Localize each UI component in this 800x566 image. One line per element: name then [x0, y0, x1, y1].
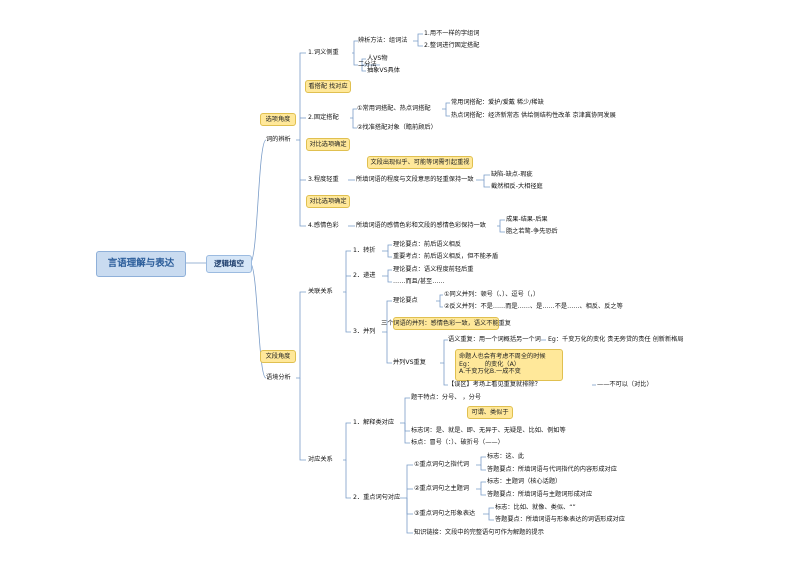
z2-a[interactable]: 理论要点：语义程度前轻后重 [393, 266, 474, 273]
t3-label[interactable]: 3.程度轻重 [308, 176, 339, 183]
g2-label[interactable]: 对应关系 [308, 456, 333, 463]
t4-label[interactable]: 4.感情色彩 [308, 222, 339, 229]
section1-note: 选项角度 [260, 113, 296, 126]
section2-title[interactable]: 语境分析 [266, 374, 291, 381]
t3-note-1: 对比选项确定 [306, 138, 350, 151]
y2-s3b[interactable]: 答题要点：所填词语与形象表达的词语形成对应 [495, 516, 625, 523]
z2-b[interactable]: ……而且/甚至…… [393, 278, 445, 285]
z3-repeat-2b[interactable]: ——不可以（对比） [597, 381, 653, 388]
t1-method-a[interactable]: 1.用不一样的字组词 [424, 30, 480, 37]
z3-repeat[interactable]: 并列VS重复 [393, 359, 426, 366]
t2-note: 看搭配 找对应 [305, 80, 351, 93]
z3-note: 三个词语的并列：感情色彩一致，语义不能重复 [381, 317, 511, 330]
y1-note: 可谓、类似于 [467, 406, 513, 419]
y2-s2b[interactable]: 答题要点：所填词语与主题词形成对应 [487, 491, 593, 498]
t3-item-a[interactable]: 缺陷-缺点-瑕疵 [491, 171, 533, 178]
y1-a[interactable]: 题干特点：分号、 ，分号 [411, 394, 482, 401]
t1-method-b[interactable]: 2.整词进行固定搭配 [424, 42, 480, 49]
t4-item[interactable]: 所填词语的感情色彩和文段的感情色彩保持一致 [356, 222, 486, 229]
t2-item-1[interactable]: ①常用词搭配、热点词搭配 [357, 105, 431, 112]
z3-repeat-2[interactable]: 【误区】考场上看见重复就排除？ [448, 381, 541, 388]
y2-s2a[interactable]: 标志：主题词（核心话题） [487, 478, 562, 485]
y2-label[interactable]: 2．重点词句对应 [353, 494, 401, 501]
z3-points-2[interactable]: ②反义并列：不是……而是……、是……不是……、相反、反之等 [444, 303, 623, 310]
t1-dichotomy-b[interactable]: 抽象VS具体 [367, 67, 400, 74]
t1-dichotomy-a[interactable]: 人VS物 [367, 55, 388, 62]
section1-title[interactable]: 词的辨析 [266, 136, 291, 143]
t2-item-2[interactable]: ②找准搭配对象（瞻前顾后） [357, 124, 437, 131]
z3-label[interactable]: 3．并列 [353, 328, 376, 335]
y2-s3[interactable]: ③重点词句之形象表达 [414, 510, 476, 517]
t4-note: 对比选项确定 [306, 195, 350, 208]
g1-label[interactable]: 关联关系 [308, 288, 333, 295]
z2-label[interactable]: 2．递进 [353, 272, 376, 279]
z1-a[interactable]: 理论要点：前后语义相反 [393, 241, 462, 248]
branch-topic[interactable]: 逻辑填空 [206, 255, 252, 273]
y2-s1b[interactable]: 答题要点：所填词语与代词指代的内容形成对应 [487, 466, 617, 473]
z1-label[interactable]: 1．转折 [353, 247, 376, 254]
t3-item[interactable]: 所填词语的程度与文段意思的轻重保持一致 [356, 176, 474, 183]
section2-note: 文段角度 [260, 350, 296, 363]
z3-points-1[interactable]: ①同义并列：顿号（、）、逗号（，） [444, 291, 540, 298]
y1-c[interactable]: 标点：冒号（：）、破折号（——） [411, 439, 504, 446]
y1-label[interactable]: 1．解释类对应 [353, 419, 395, 426]
t1-method[interactable]: 辨析方法：组词法 [358, 37, 408, 44]
y2-s3a[interactable]: 标志：比如、就像、类似、“” [495, 504, 576, 511]
t1-dichotomy[interactable]: 二分法 [358, 61, 377, 68]
t2-item-1b[interactable]: 热点词搭配：经济新常态 供给侧结构性改革 京津冀协同发展 [451, 112, 616, 119]
t2-item-1a[interactable]: 常用词搭配：爱护/爱戴 稀少/稀缺 [451, 99, 544, 106]
y2-s1a[interactable]: 标志：这、此 [487, 453, 525, 460]
t4-item-a[interactable]: 成果-结果-后果 [506, 216, 548, 223]
z3-repeat-1b[interactable]: Eg：千变万化的变化 贵无旁贷的责任 创新新格局 [548, 336, 684, 343]
root-topic[interactable]: 言语理解与表达 [96, 251, 186, 277]
y1-b[interactable]: 标志词：是、就是、即、无异于、无疑是、比如、例如等 [411, 427, 566, 434]
z3-repeat-note: 命题人也会有考虑不周全的时候 Eg： 的变化（A） A.千变万化B.一成不变 [455, 349, 563, 381]
z3-points[interactable]: 理论要点 [393, 297, 418, 304]
y2-s1[interactable]: ①重点词句之指代词 [414, 461, 470, 468]
t1-label[interactable]: 1.词义侧重 [308, 49, 339, 56]
y2-s4[interactable]: 知识链接：文段中的完整语句可作为解题的提示 [414, 529, 544, 536]
t3-item-b[interactable]: 截然相反-大相径庭 [491, 183, 543, 190]
t3-note-2: 文段出现似乎、可能等词需引起重视 [367, 156, 473, 169]
y2-s2[interactable]: ②重点词句之主题词 [414, 485, 470, 492]
z1-b[interactable]: 重要考点：前后语义相反，但不能矛盾 [393, 253, 499, 260]
t4-item-b[interactable]: 脂之若鹜-争先恐后 [506, 228, 558, 235]
z3-repeat-1[interactable]: 语义重复：用一个词概括另一个词 [448, 336, 541, 343]
t2-label[interactable]: 2.固定搭配 [308, 114, 339, 121]
